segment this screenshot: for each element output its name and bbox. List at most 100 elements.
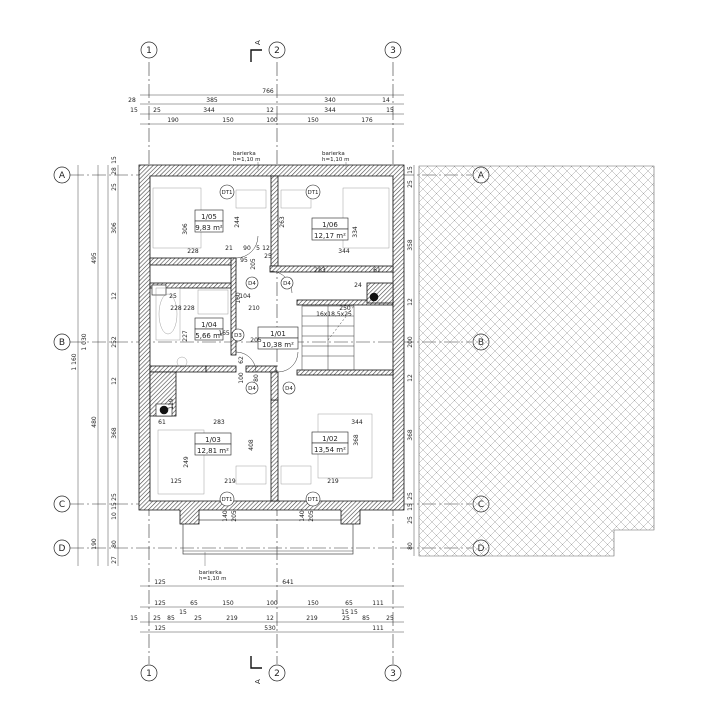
dim-top-row2-2: 340 [324, 97, 336, 104]
dim-left-row1-1: 28 [111, 167, 118, 175]
dim-bot-row3-9: 25 [386, 615, 394, 622]
dim-bot-row4-2: 111 [372, 625, 384, 632]
dim-top-row2-0: 28 [128, 97, 136, 104]
door-tag-d4-a: D4 [248, 281, 256, 287]
dim-inner-28: 119 [168, 398, 175, 410]
dim-top-row3-3: 12 [266, 107, 274, 114]
dim-right-row-5: 12 [407, 374, 414, 382]
door-tag-dt1-c: DT1 [221, 497, 232, 503]
dim-top-row3-5: 15 [386, 107, 394, 114]
dim-left-row2-2: 190 [91, 538, 98, 550]
dim-inner-6: 21 [225, 245, 233, 252]
dim-inner-23: 165 [218, 330, 230, 337]
dim-bot-row2-5: 65 [345, 600, 353, 607]
room-id-106: 1/06 [322, 221, 338, 229]
dim-left-total2: 1 030 [81, 333, 88, 350]
dim-bot-row3-4: 219 [226, 615, 238, 622]
dim-left-row1-2: 25 [111, 183, 118, 191]
dim-left-row2-0: 495 [91, 252, 98, 264]
section-mark-top [250, 49, 262, 62]
room-id-104: 1/04 [201, 321, 217, 329]
dim-left-row2-1: 480 [91, 416, 98, 428]
dim-inner-43: 228 [170, 305, 182, 312]
section-mark-label-bottom: A [254, 679, 262, 684]
balcony-slab [182, 519, 354, 555]
dim-top-row3-2: 344 [203, 107, 215, 114]
dim-left-row1-8: 25 [111, 493, 118, 501]
dim-inner-9: 12 [262, 245, 270, 252]
dim-inner-11: 61 [373, 267, 381, 274]
grid-label-C-left: C [59, 500, 65, 510]
dim-top-row3-1: 25 [153, 107, 161, 114]
dim-top-row4-3: 150 [307, 117, 319, 124]
dim-bot-row3-6: 219 [306, 615, 318, 622]
dim-right-row-10: 80 [407, 542, 414, 550]
dim-inner-1: 244 [234, 216, 241, 228]
dim-inner-25: 205 [250, 337, 262, 344]
dim-bot-row2-6: 111 [372, 600, 384, 607]
dim-inner-17: 104 [239, 293, 251, 300]
dim-left-total: 1 160 [71, 353, 78, 370]
dim-inner-22: 227 [182, 330, 189, 342]
section-mark-bottom [250, 656, 262, 669]
room-labels [194, 209, 349, 456]
dim-inner-35: 125 [170, 478, 182, 485]
dim-bot-row3-0: 15 [130, 615, 138, 622]
barierka-height-2: h=1,10 m [322, 157, 349, 163]
dim-bot-row2-3: 100 [266, 600, 278, 607]
dim-inner-4: 334 [352, 226, 359, 238]
dim-bot-row3-5: 12 [266, 615, 274, 622]
dim-inner-0: 228 [187, 248, 199, 255]
room-area-104: 5,66 m² [195, 332, 223, 340]
room-area-106: 12,17 m² [314, 232, 346, 240]
room-id-103: 1/03 [205, 436, 221, 444]
dim-bot-row3-8: 85 [362, 615, 370, 622]
dim-top-row2-1: 385 [206, 97, 218, 104]
grid-label-2-bottom: 2 [274, 669, 280, 679]
dim-left-row1-6: 12 [111, 377, 118, 385]
room-area-101: 10,38 m² [262, 341, 294, 349]
dim-right-row-2: 358 [407, 239, 414, 251]
door-tag-dt1-d: DT1 [307, 497, 318, 503]
grid-label-2-top: 2 [274, 46, 280, 56]
dim-top-row2-3: 14 [382, 97, 390, 104]
door-tag-dt1-b: DT1 [307, 190, 318, 196]
grid-label-D-left: D [59, 544, 66, 554]
dim-right-row-7: 25 [407, 492, 414, 500]
dim-inner-40: 140 [299, 510, 306, 522]
dim-bot-row3-3: 25 [194, 615, 202, 622]
door-tag-d4-c: D4 [248, 386, 256, 392]
dim-bot-row4-0: 125 [154, 625, 166, 632]
dim-left-row1-9: 15 [111, 502, 118, 510]
dim-inner-36: 219 [224, 478, 236, 485]
door-tags [219, 184, 321, 507]
dim-inner-18: 210 [248, 305, 260, 312]
dim-inner-16: 160 [235, 292, 242, 304]
door-swings [235, 235, 299, 373]
dim-inner-20: 16x18,5x25 [316, 311, 352, 318]
dim-right-row-6: 368 [407, 429, 414, 441]
barierka-label-1: barierka [233, 151, 256, 157]
dim-inner-31: 344 [351, 419, 363, 426]
barierka-height-1: h=1,10 m [233, 157, 260, 163]
door-tag-d4-b: D4 [283, 281, 291, 287]
barierka-height-3: h=1,10 m [199, 576, 226, 582]
dim-bot-row2-0: 125 [154, 600, 166, 607]
dim-right-row-0: 15 [407, 166, 414, 174]
room-area-102: 13,54 m² [314, 446, 346, 454]
dim-right-row-8: 15 [407, 503, 414, 511]
staircase [301, 305, 355, 371]
dim-bot-row3-7: 25 [342, 615, 350, 622]
dim-inner-10: 283 [314, 267, 326, 274]
grid-axes [70, 62, 472, 664]
dim-bot-row3-1: 25 [153, 615, 161, 622]
barierka-label-2: barierka [322, 151, 345, 157]
dim-left-row1-11: 80 [111, 540, 118, 548]
dim-inner-8: 5 [256, 245, 260, 252]
dim-top-row4-4: 176 [361, 117, 373, 124]
dim-inner-29: 61 [158, 419, 166, 426]
room-area-105: 9,83 m² [195, 224, 223, 232]
dim-bot-row4-1: 530 [264, 625, 276, 632]
door-tag-d4-d: D4 [285, 386, 293, 392]
